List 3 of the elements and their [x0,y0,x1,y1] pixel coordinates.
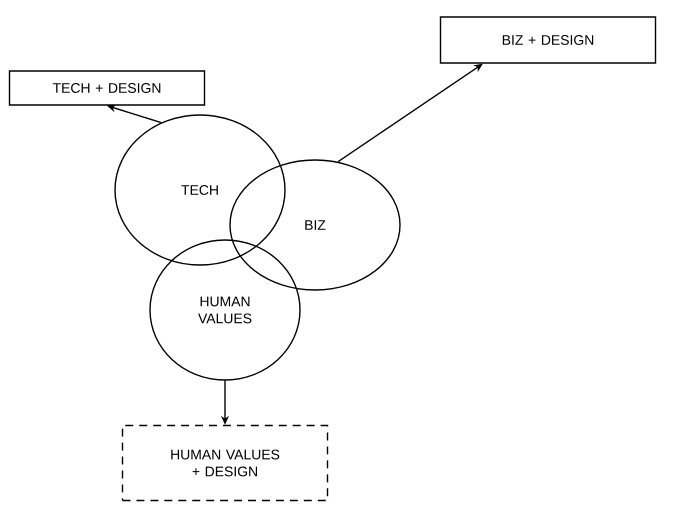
text-box: BIZ + DESIGN [440,16,656,64]
dashed-box: HUMAN VALUES + DESIGN [122,424,328,502]
text-box: TECH + DESIGN [8,70,206,106]
